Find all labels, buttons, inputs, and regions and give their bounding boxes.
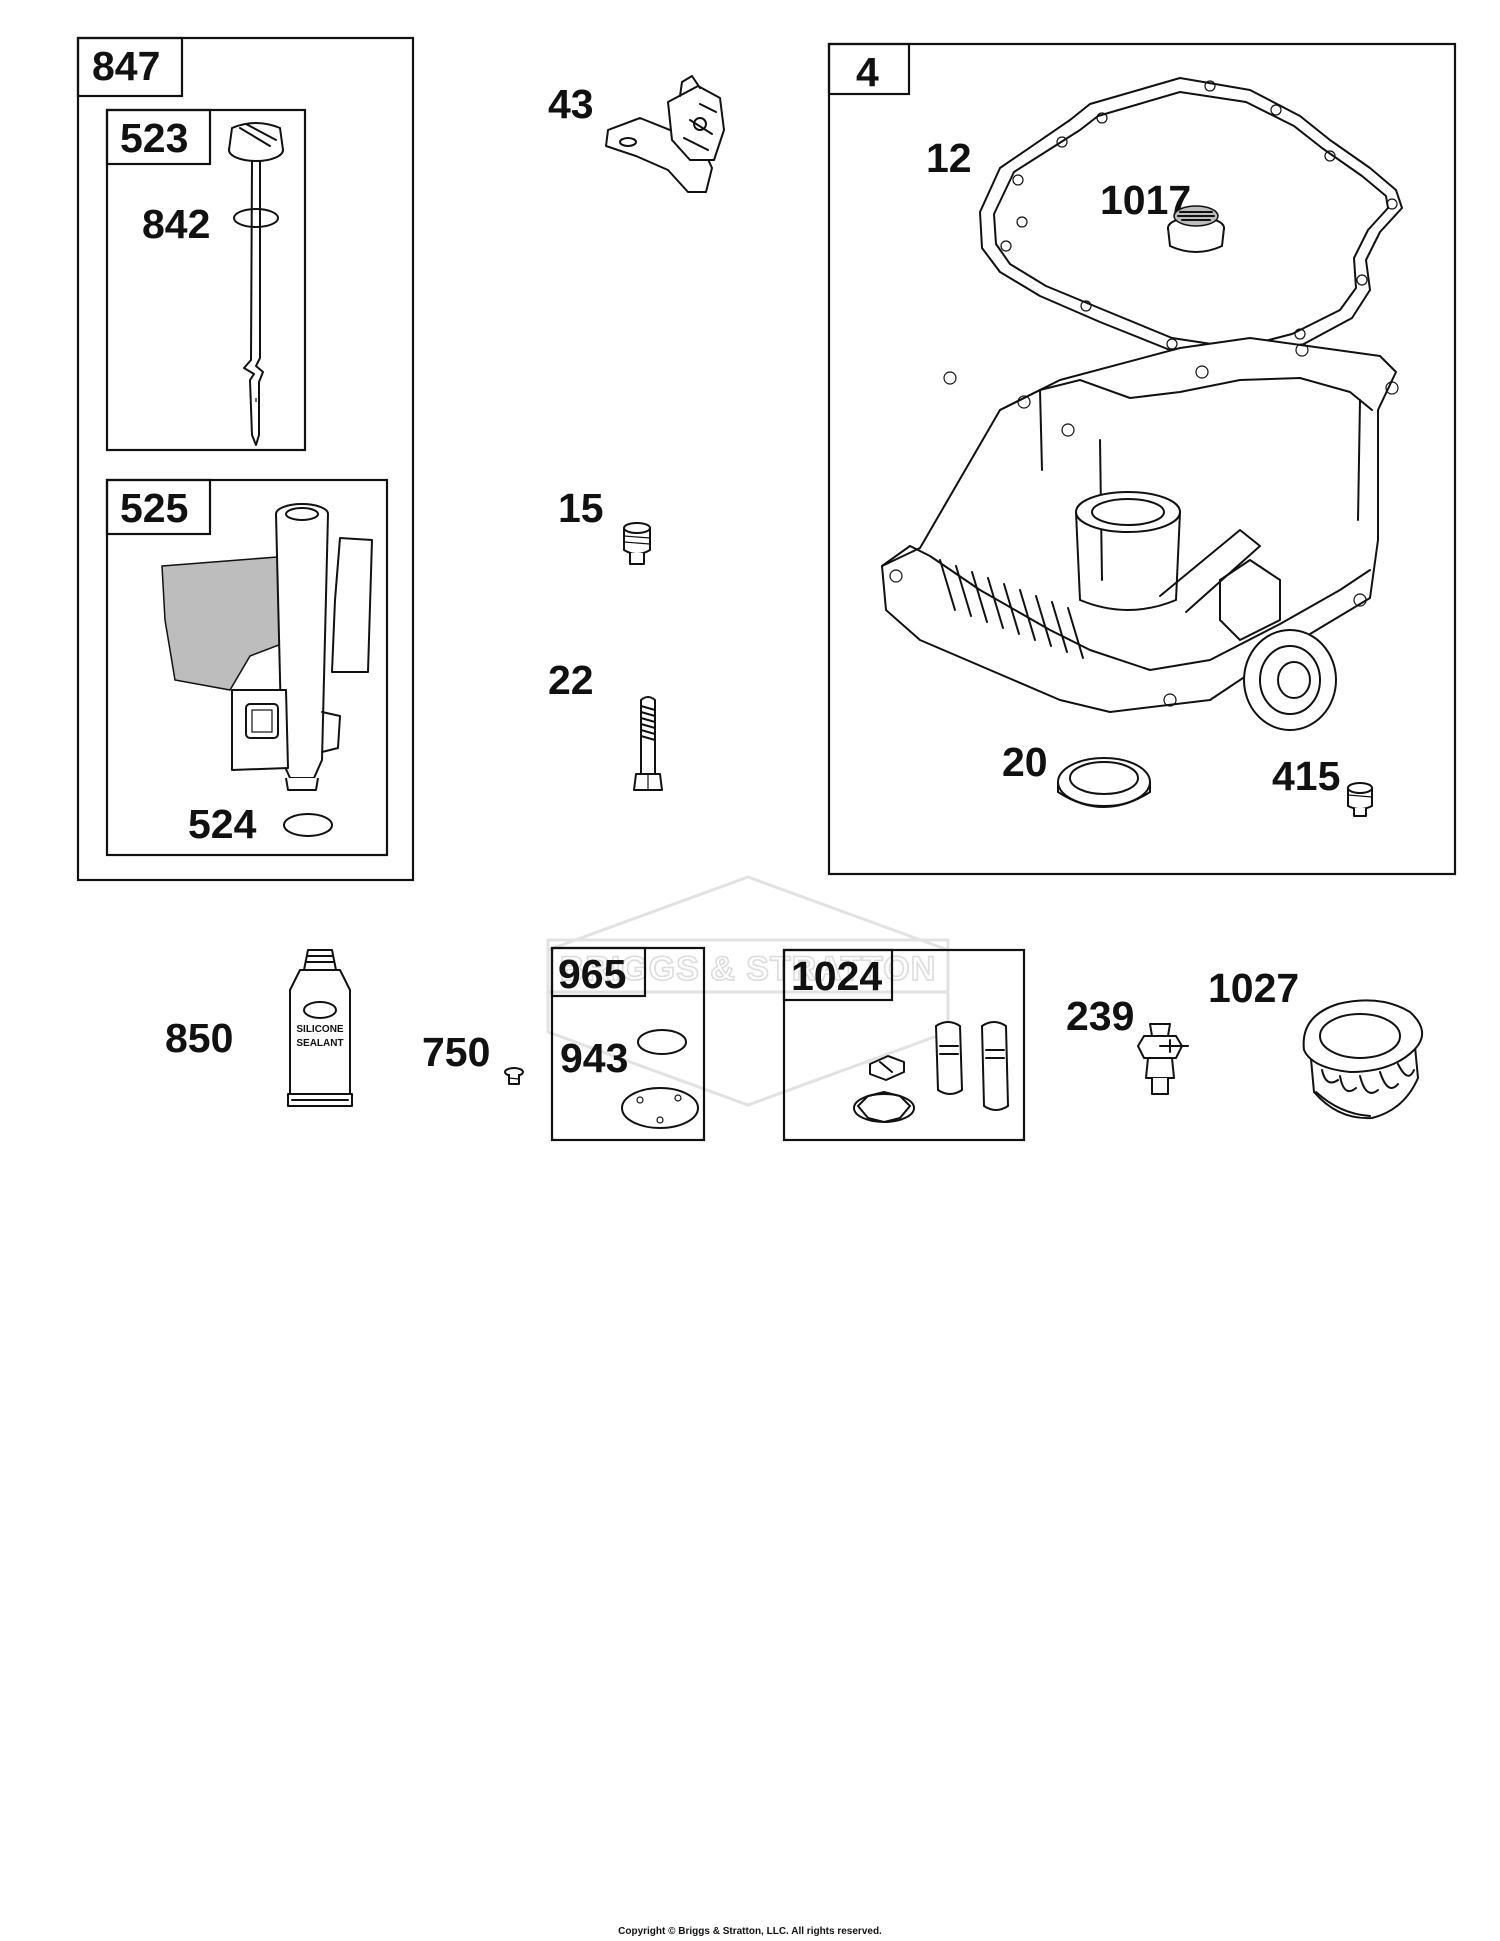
tube-text-line2: SEALANT bbox=[296, 1038, 343, 1049]
box-525 bbox=[105, 478, 389, 857]
seal-20-part bbox=[1057, 757, 1151, 808]
o-ring-524-part bbox=[283, 813, 333, 837]
tube-text-line1: SILICONE bbox=[296, 1024, 344, 1035]
label-4: 4 bbox=[856, 49, 879, 95]
copyright-footer: Copyright © Briggs & Stratton, LLC. All … bbox=[618, 1926, 882, 1937]
label-1024: 1024 bbox=[791, 953, 882, 999]
bolt-22-part bbox=[633, 696, 663, 791]
group-965: 965 943 bbox=[550, 946, 706, 1142]
label-12: 12 bbox=[926, 135, 972, 181]
label-415: 415 bbox=[1272, 753, 1340, 799]
sump-part bbox=[881, 337, 1399, 731]
label-965: 965 bbox=[558, 951, 626, 997]
filter-screen-1017-part bbox=[1167, 205, 1225, 253]
plug-15-part bbox=[623, 522, 651, 565]
label-943: 943 bbox=[560, 1035, 628, 1081]
label-box-525 bbox=[105, 478, 212, 536]
label-20: 20 bbox=[1002, 739, 1048, 785]
oil-pressure-switch-239-part bbox=[1137, 1023, 1189, 1095]
governor-bracket-43-part bbox=[605, 75, 725, 193]
cover-plate-965-part bbox=[621, 1087, 699, 1129]
box-847 bbox=[76, 36, 415, 882]
oil-pump-1024-part bbox=[853, 1021, 1009, 1123]
group-1024: 1024 bbox=[782, 948, 1026, 1142]
label-523: 523 bbox=[120, 115, 188, 161]
gasket-12-part bbox=[979, 77, 1403, 363]
group-4: 4 12 1017 20 415 bbox=[827, 42, 1457, 876]
label-525: 525 bbox=[120, 485, 188, 531]
sealant-tube-850-part: SILICONE SEALANT bbox=[287, 949, 353, 1107]
group-847: 847 523 842 525 524 bbox=[76, 36, 415, 882]
label-239: 239 bbox=[1066, 993, 1134, 1039]
dipstick-part bbox=[228, 122, 284, 446]
dipstick-tube-part bbox=[161, 503, 373, 791]
box-4 bbox=[827, 42, 1457, 876]
label-box-1024 bbox=[782, 948, 894, 1002]
label-box-4 bbox=[827, 42, 911, 96]
label-842: 842 bbox=[142, 201, 210, 247]
screw-750-part bbox=[504, 1067, 524, 1085]
label-850: 850 bbox=[165, 1015, 233, 1061]
oil-filter-1027-part bbox=[1302, 999, 1423, 1120]
label-524: 524 bbox=[188, 801, 257, 847]
label-847: 847 bbox=[92, 43, 160, 89]
label-box-965 bbox=[550, 946, 647, 998]
label-22: 22 bbox=[548, 657, 594, 703]
plug-415-part bbox=[1347, 782, 1373, 817]
label-15: 15 bbox=[558, 485, 604, 531]
brand-watermark: BRIGGS & STRATTON bbox=[546, 875, 950, 1107]
label-1027: 1027 bbox=[1208, 965, 1299, 1011]
box-523 bbox=[105, 108, 307, 452]
label-43: 43 bbox=[548, 81, 594, 127]
box-1024 bbox=[782, 948, 1026, 1142]
o-ring-943-part bbox=[637, 1029, 687, 1055]
watermark-text: BRIGGS & STRATTON bbox=[560, 950, 937, 988]
label-box-847 bbox=[76, 36, 184, 98]
label-box-523 bbox=[105, 108, 212, 166]
label-750: 750 bbox=[422, 1029, 490, 1075]
